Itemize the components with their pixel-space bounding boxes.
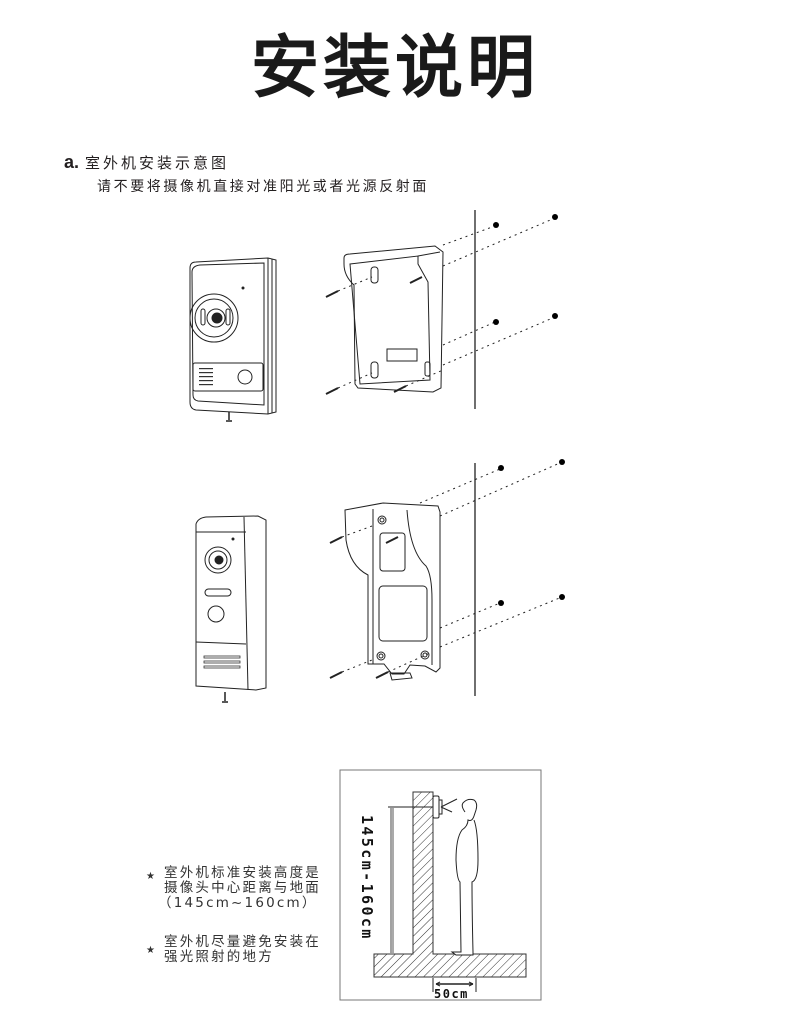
wall-holes-1 [493,214,558,325]
camera-warning: 请不要将摄像机直接对准阳光或者光源反射面 [97,179,429,195]
speaker-panel [192,362,264,392]
wall-holes-2 [498,459,565,606]
camera-lens-ring-outer [189,293,239,343]
guide-lines-2 [341,461,563,673]
note-line: 室外机尽量避免安装在 [164,934,321,950]
note-line: （145cm~160cm） [158,895,318,911]
diagram-frame [339,769,542,1001]
screw-icon [375,671,389,679]
note-line: 摄像头中心距离与地面 [164,880,321,896]
height-diagram [339,769,542,1001]
mount-slot [370,266,379,284]
outdoor-unit-1 [189,257,277,422]
star-bullet-icon: ★ [146,871,158,882]
note-line: 强光照射的地方 [164,949,274,965]
speaker-grille [199,368,213,386]
camera-lens [206,308,226,328]
label-plate [386,348,418,362]
mount-hole [420,650,430,660]
screw-icon [325,290,339,298]
star-bullet-icon: ★ [146,945,158,956]
screws-2 [329,536,399,679]
mount-slot [370,361,379,379]
speaker-grille [203,655,241,669]
mounting-bracket-1 [343,245,444,393]
screw-icon [409,276,423,284]
section-marker: a. [64,152,80,172]
note-line: 室外机标准安装高度是 [164,865,321,881]
person-silhouette [450,798,479,956]
guide-lines-1 [337,217,556,389]
height-range-label: 145cm-160cm [358,815,376,941]
page-title: 安装说明 [250,29,539,108]
screw-icon [329,536,343,544]
bottom-screw-icon [226,412,232,422]
call-button [207,605,225,623]
camera-unit-icon [432,795,440,819]
mount-hole [377,515,387,525]
outdoor-unit-2 [195,515,267,703]
section-heading: a. 室外机安装示意图 [64,152,229,173]
screws-1 [325,276,423,395]
wall-floor-section [373,791,527,978]
screw-icon [325,387,339,395]
bottom-screw-icon [222,692,228,703]
mount-hole [376,651,386,661]
screw-icon [385,536,399,544]
distance-label: 50cm [434,987,469,1001]
mounting-bracket-2 [344,502,441,681]
name-plate [204,588,232,597]
screw-icon [329,671,343,679]
call-button [237,369,253,385]
camera-lens-ring [204,546,232,574]
bracket-tab [389,672,413,681]
section-title: 室外机安装示意图 [85,154,230,172]
screw-icon [393,385,407,393]
mount-slot [424,361,431,377]
